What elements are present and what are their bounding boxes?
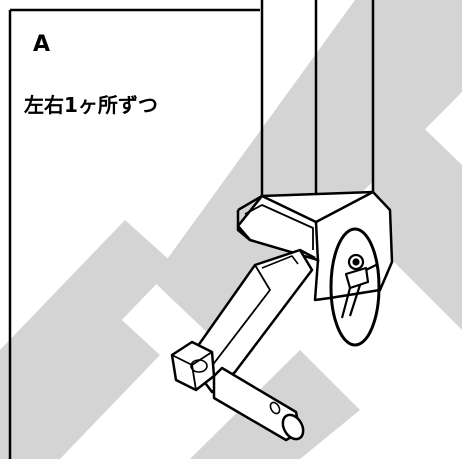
watermark-lower-left-band <box>0 300 160 459</box>
watermark-left-band <box>0 220 175 430</box>
pin-highlight-line <box>221 367 291 409</box>
clip-legs <box>340 284 362 319</box>
watermark-upper-band <box>152 0 462 340</box>
clip-body <box>344 266 370 290</box>
highlight-ellipse-ring <box>329 227 381 347</box>
figure-frame <box>8 8 260 459</box>
arm-pivot-edge <box>299 248 316 260</box>
figure-caption: 左右1ヶ所ずつ <box>24 93 158 117</box>
bracket-corner-edge <box>314 221 320 263</box>
bracket-inner-rim <box>244 204 314 250</box>
hex-nut <box>170 340 216 392</box>
spring-clip <box>340 253 379 319</box>
pin-cross-hole <box>269 401 281 415</box>
arm-edge-line <box>204 264 271 376</box>
clevis-pin <box>212 366 305 442</box>
watermark-right-band <box>372 78 462 330</box>
arm-pivot-detail <box>261 255 299 269</box>
bracket-front-left <box>236 210 251 241</box>
pin-end-cap <box>281 413 305 441</box>
clip-tab <box>365 263 379 271</box>
bracket-top-rim <box>237 190 374 224</box>
leg-tube <box>260 0 375 220</box>
swing-arm <box>186 248 316 394</box>
figure-label: A <box>33 32 51 57</box>
nut-hole <box>190 359 208 373</box>
ellipse-highlight <box>329 227 381 347</box>
clip-pivot-center <box>352 258 360 266</box>
